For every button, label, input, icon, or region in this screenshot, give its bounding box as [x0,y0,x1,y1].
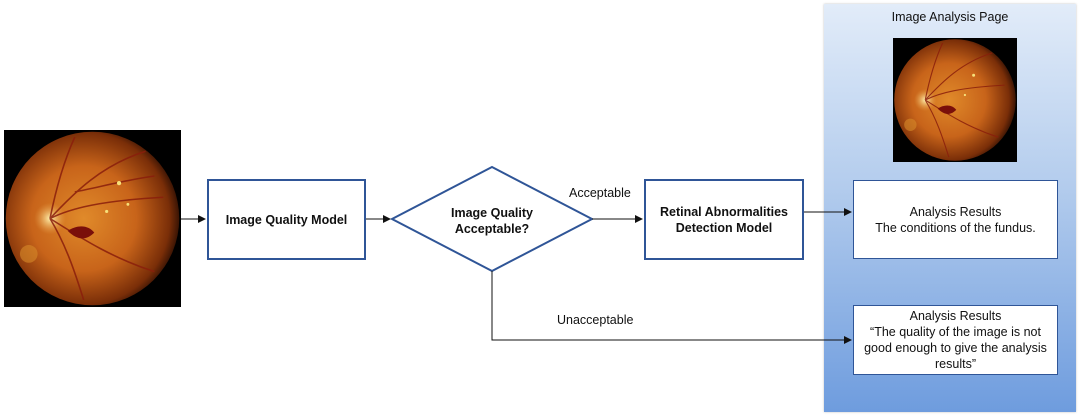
result-good-title: Analysis Results [909,204,1002,219]
retinal-abnormalities-model-box: Retinal Abnormalities Detection Model [644,179,804,260]
result-bad-line-1: “The quality of the image is not [870,325,1041,339]
result-good-text: The conditions of the fundus. [875,220,1036,235]
analysis-page-fundus-image [893,38,1017,162]
decision-label: Image Quality Acceptable? [430,205,554,237]
analysis-results-bad: Analysis Results “The quality of the ima… [853,305,1058,375]
result-bad-line-3: results” [935,357,976,371]
retinal-model-line-2: Detection Model [675,220,773,235]
panel-title: Image Analysis Page [891,10,1009,24]
decision-line-1: Image Quality [451,206,533,220]
result-bad-line-2: good enough to give the analysis [864,341,1047,355]
image-quality-model-label: Image Quality Model [225,212,348,227]
input-fundus-image [4,130,181,307]
retinal-model-line-1: Retinal Abnormalities [659,204,789,219]
acceptable-label: Acceptable [569,186,631,200]
result-bad-title: Analysis Results [909,309,1002,323]
decision-line-2: Acceptable? [454,222,530,236]
analysis-results-good: Analysis Results The conditions of the f… [853,180,1058,259]
unacceptable-label: Unacceptable [557,313,634,327]
arrow-unacceptable [491,271,852,344]
image-quality-model-box: Image Quality Model [207,179,366,260]
